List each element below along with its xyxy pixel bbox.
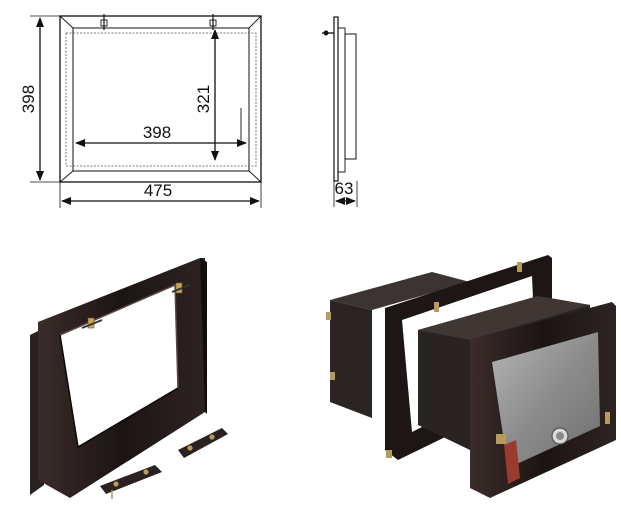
bevel-br xyxy=(248,170,262,183)
bracket-lower xyxy=(100,465,162,499)
bevel-tr xyxy=(248,15,262,29)
front-view-drawing xyxy=(30,14,262,208)
top-clip-left xyxy=(100,14,108,30)
label-outer-height: 398 xyxy=(19,85,38,113)
front-outer-frame xyxy=(59,15,262,183)
front-inner-frame xyxy=(72,27,250,172)
label-depth: 63 xyxy=(335,179,354,198)
label-inner-height: 321 xyxy=(194,85,213,113)
bevel-tl xyxy=(59,15,74,29)
door-handle xyxy=(496,434,520,484)
top-clip-right xyxy=(209,14,217,30)
bracket-upper xyxy=(178,428,228,458)
bevel-bl xyxy=(59,170,74,183)
label-outer-width: 475 xyxy=(144,181,172,200)
rear-box-top xyxy=(330,272,470,310)
hidden-flange xyxy=(65,32,257,167)
frame-clip-right xyxy=(171,282,191,294)
side-view-drawing xyxy=(322,16,358,207)
side-box xyxy=(344,33,357,160)
door-hinge xyxy=(605,412,610,424)
side-flange xyxy=(337,27,346,173)
front-dimensions xyxy=(36,17,260,205)
side-front-plate xyxy=(333,16,339,182)
label-inner-width: 398 xyxy=(143,123,171,142)
assembly-photo xyxy=(326,255,616,498)
rear-box-side xyxy=(330,300,372,418)
frame-clip-left xyxy=(81,317,103,329)
door-glass xyxy=(492,332,600,468)
frame-photo xyxy=(30,258,228,499)
